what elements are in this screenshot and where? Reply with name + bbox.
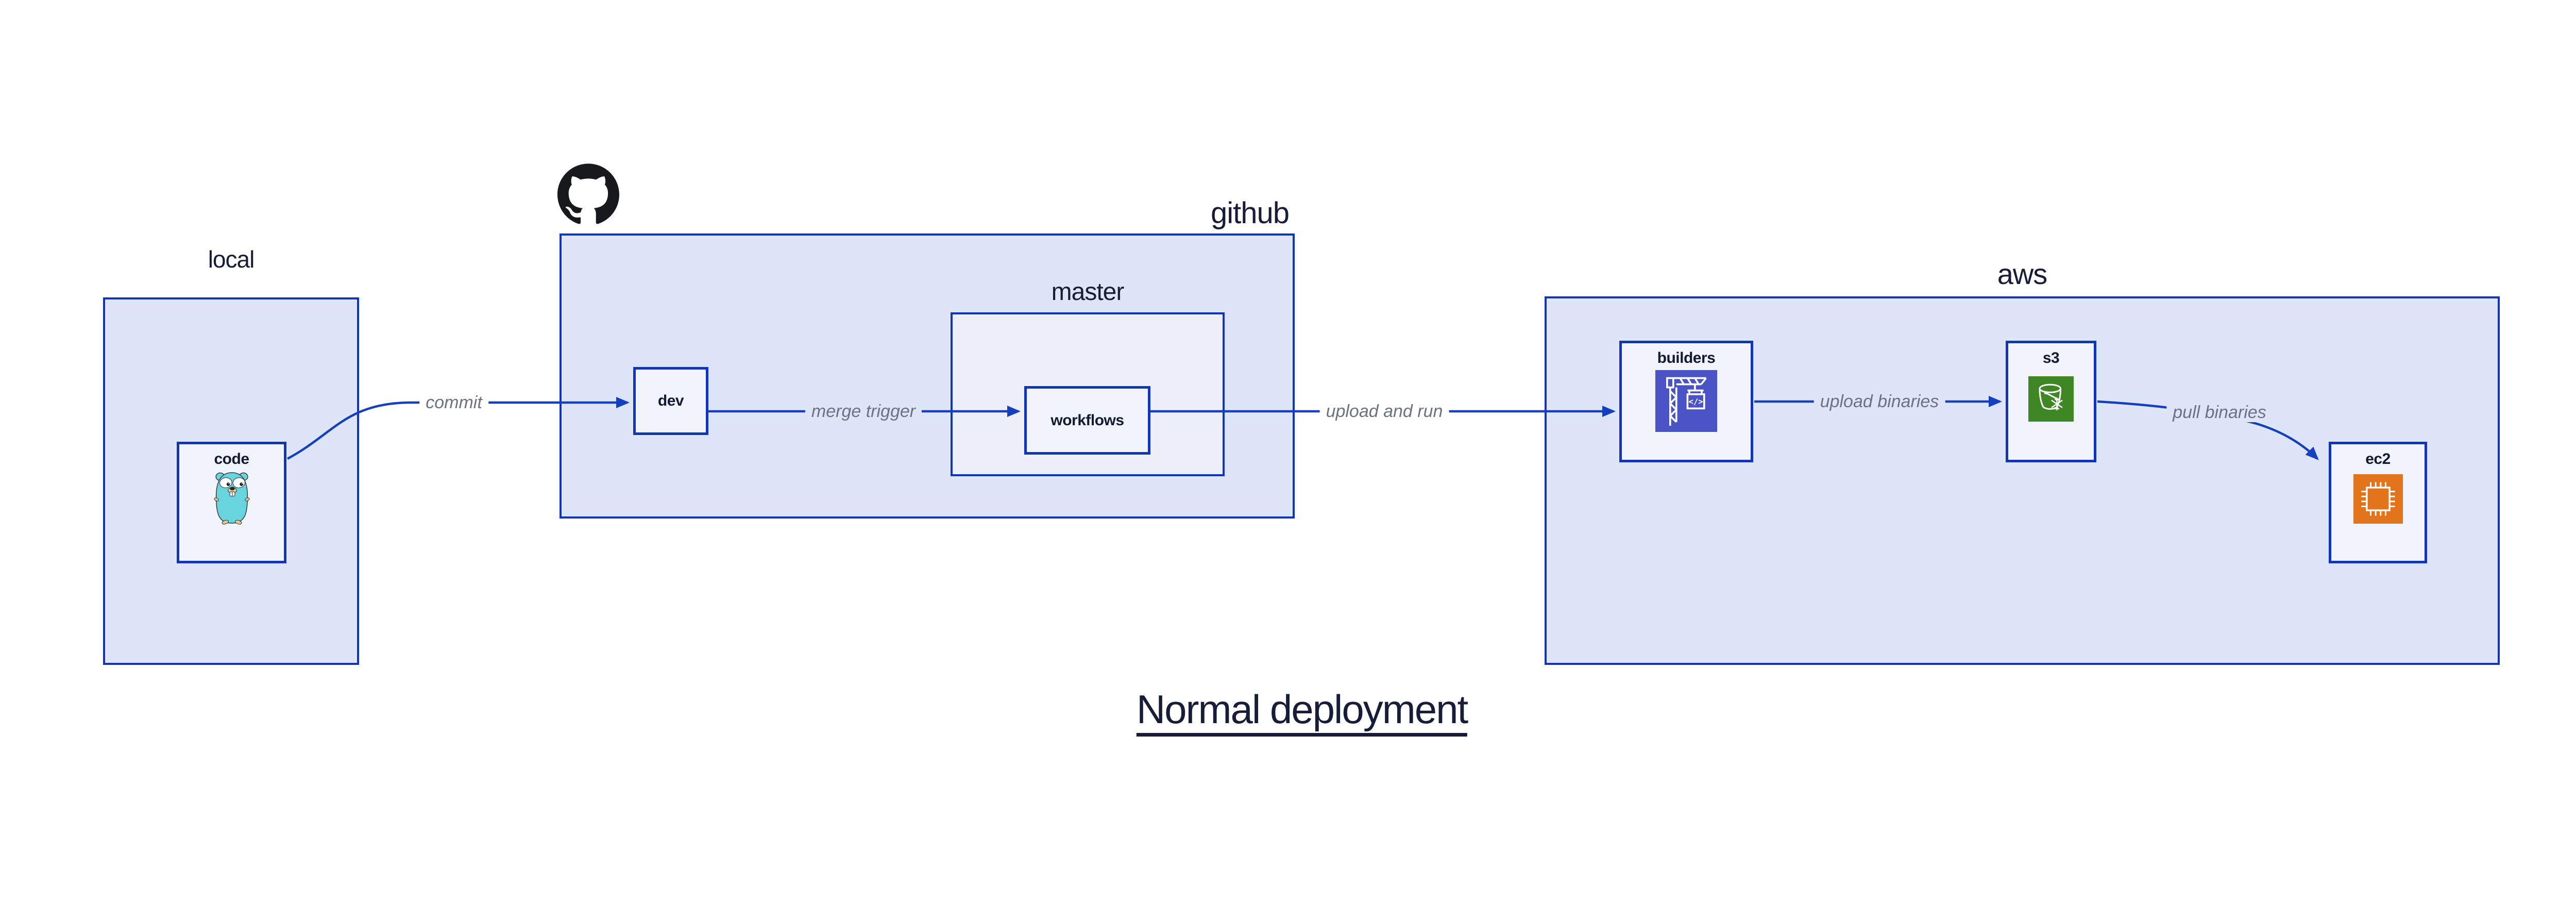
go-gopher-icon <box>213 472 250 525</box>
svg-text:</>: </> <box>1689 397 1703 407</box>
diagram-title: Normal deployment <box>1136 688 1468 737</box>
code-node: code <box>177 442 286 563</box>
dev-branch-node: dev <box>633 367 708 435</box>
ec2-label: ec2 <box>2365 450 2391 467</box>
edge-label-commit: commit <box>419 393 488 412</box>
aws-group-label: aws <box>1997 258 2048 290</box>
edge-label-upload-and-run: upload and run <box>1319 402 1449 421</box>
dev-branch-label: dev <box>657 392 684 409</box>
workflows-node: workflows <box>1024 386 1150 455</box>
edge-label-upload-binaries: upload binaries <box>1814 392 1945 411</box>
local-group-label: local <box>208 246 255 273</box>
code-node-label: code <box>214 450 249 467</box>
workflows-label: workflows <box>1050 411 1124 429</box>
s3-bucket-snowflake-icon <box>2028 376 2074 422</box>
edge-label-merge-trigger: merge trigger <box>805 402 922 421</box>
master-branch-label: master <box>1051 278 1125 306</box>
builders-label: builders <box>1657 349 1716 366</box>
ec2-node: ec2 <box>2329 442 2427 563</box>
codebuild-crane-icon: </> <box>1655 370 1717 432</box>
builders-node: builders </> <box>1619 341 1753 462</box>
s3-label: s3 <box>2042 349 2060 366</box>
edge-label-pull-binaries: pull binaries <box>2166 403 2273 422</box>
ec2-chip-icon <box>2353 474 2403 524</box>
github-octocat-icon <box>557 163 619 224</box>
github-group-label: github <box>1210 196 1290 230</box>
s3-node: s3 <box>2006 341 2096 462</box>
